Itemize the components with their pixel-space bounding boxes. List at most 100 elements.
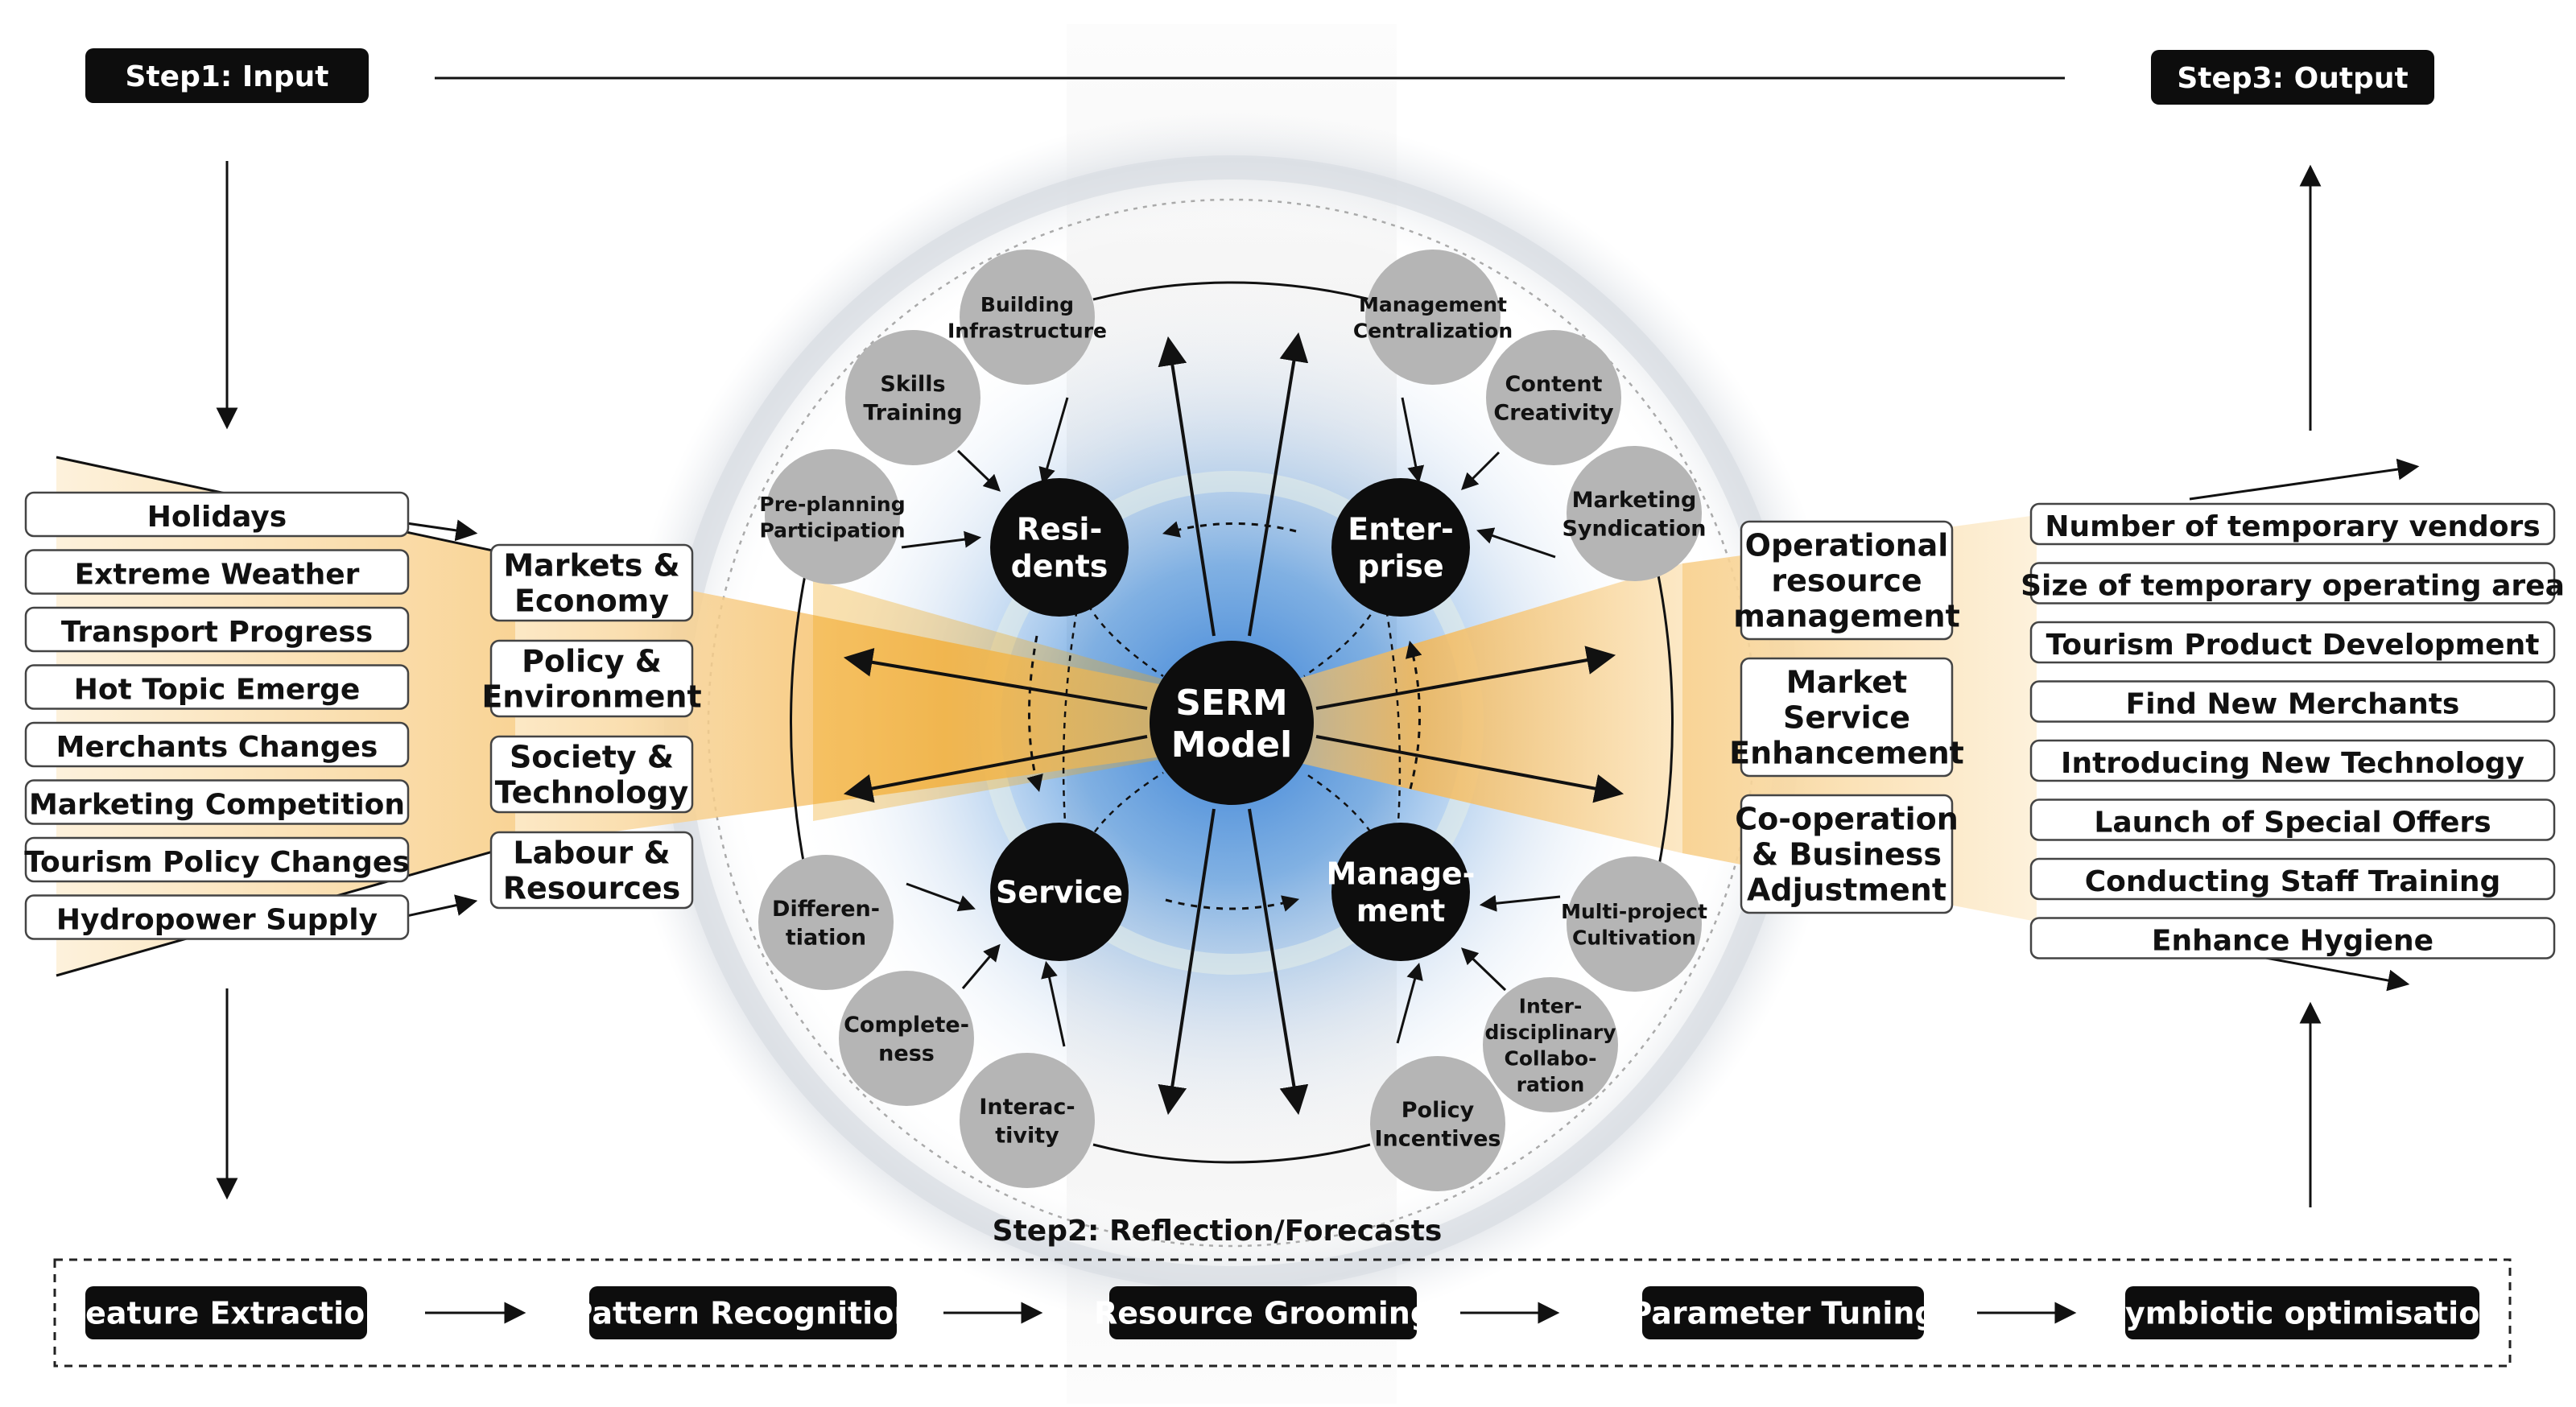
output-item-label-3: Find New Merchants — [2126, 687, 2460, 720]
input-item-5 — [24, 779, 410, 825]
category-box-2 — [489, 735, 694, 814]
category-box-1 — [489, 639, 694, 718]
output-item-7 — [2029, 917, 2556, 959]
satellite-arrow-11 — [1396, 962, 1423, 1044]
hub-label-service: Service — [996, 875, 1123, 910]
satellite-skills — [845, 330, 980, 465]
center-spoke-3 — [1248, 808, 1309, 1116]
hub-label-management: Manage-ment — [1327, 856, 1476, 929]
output-item-label-2: Tourism Product Development — [2046, 629, 2540, 662]
hub-cycle-arrow-0 — [1162, 521, 1297, 538]
pipeline-step-4-label: Symbiotic optimisation — [2103, 1296, 2502, 1331]
input-item-label-1: Extreme Weather — [75, 558, 360, 591]
output-item-label-4: Introducing New Technology — [2061, 747, 2524, 780]
step1-input-tag — [85, 48, 369, 103]
hub-management — [1331, 823, 1470, 961]
center-spoke-7 — [1315, 735, 1624, 803]
hub-label-enterprise: Enter-prise — [1348, 512, 1453, 584]
satellite-multiproject — [1567, 856, 1702, 992]
right-arc — [1653, 555, 1674, 890]
center-spoke-4 — [843, 648, 1148, 710]
satellite-content — [1486, 330, 1621, 465]
satellite-label-interactivity: Interac-tivity — [979, 1095, 1075, 1148]
pipeline-step-3 — [1642, 1286, 1924, 1339]
input-item-label-6: Tourism Policy Changes — [24, 846, 409, 879]
satellite-arrow-0 — [1038, 397, 1069, 485]
output-item-3 — [2029, 680, 2556, 723]
input-item-label-7: Hydropower Supply — [56, 903, 378, 936]
satellite-building — [960, 250, 1095, 385]
satellite-arrow-10 — [1460, 947, 1507, 992]
category-label-1: Policy &Environment — [481, 644, 701, 715]
hub-cycle-arrow-1 — [1165, 895, 1300, 912]
input-item-label-5: Marketing Competition — [29, 788, 405, 821]
satellite-arrow-2 — [901, 530, 982, 549]
input-top-arrow — [406, 519, 478, 542]
hub-label-residents: Resi-dents — [1011, 512, 1108, 584]
output-item-4 — [2029, 739, 2556, 782]
satellite-label-differentiation: Differen-tiation — [772, 897, 880, 950]
output-item-2 — [2029, 621, 2556, 664]
step3-output-tag — [2151, 50, 2434, 105]
hub-cycle-arrow-2 — [1026, 635, 1043, 793]
output-item-label-6: Conducting Staff Training — [2085, 865, 2500, 898]
serm-model-core — [1150, 641, 1314, 805]
satellite-arrow-8 — [1041, 960, 1066, 1047]
hub-link-dashed-2 — [1087, 771, 1164, 842]
satellite-differentiation — [758, 855, 894, 990]
pipeline-step-4 — [2125, 1286, 2479, 1339]
pipeline-step-0-label: Feature Extraction — [66, 1296, 387, 1331]
center-spoke-5 — [843, 735, 1148, 803]
input-item-2 — [24, 606, 410, 653]
output-item-6 — [2029, 857, 2556, 901]
pipeline-step-1-label: Pattern Recognition — [571, 1296, 916, 1331]
pipeline-step-0 — [85, 1286, 367, 1339]
input-item-1 — [24, 549, 410, 595]
input-item-label-2: Transport Progress — [61, 616, 373, 649]
hub-residents — [990, 478, 1129, 617]
center-spoke-6 — [1315, 646, 1616, 710]
satellite-arrow-3 — [1401, 397, 1425, 484]
action-box-2 — [1740, 794, 1954, 914]
satellite-mgmt_central — [1365, 250, 1501, 385]
output-item-0 — [2029, 502, 2556, 546]
step1-input-tag-label: Step1: Input — [126, 60, 329, 93]
hub-service — [990, 823, 1129, 961]
satellite-policy_inc — [1370, 1056, 1505, 1191]
category-box-0 — [489, 543, 694, 622]
output-item-1 — [2029, 562, 2556, 604]
category-label-0: Markets &Economy — [503, 548, 679, 619]
satellite-arrow-1 — [956, 449, 1001, 492]
left-arc — [790, 555, 811, 890]
satellite-interdisc — [1483, 977, 1618, 1112]
satellite-completeness — [839, 971, 974, 1106]
center-spoke-2 — [1158, 808, 1216, 1116]
input-bottom-arrow — [406, 894, 478, 918]
category-box-3 — [489, 831, 694, 910]
output-item-label-0: Number of temporary vendors — [2045, 510, 2540, 543]
pipeline-step-1 — [589, 1286, 897, 1339]
satellite-interactivity — [960, 1053, 1095, 1188]
top-arc — [1092, 281, 1371, 301]
output-item-5 — [2029, 798, 2556, 841]
input-item-0 — [24, 491, 410, 538]
category-label-2: Society &Technology — [495, 740, 689, 811]
hub-link-dashed-4 — [1062, 599, 1080, 846]
input-item-4 — [24, 721, 410, 768]
output-item-label-7: Enhance Hygiene — [2152, 924, 2434, 957]
input-item-label-4: Merchants Changes — [56, 731, 378, 764]
satellite-arrow-9 — [1479, 894, 1561, 912]
output-top-arrow — [2189, 458, 2420, 501]
input-item-6 — [24, 836, 410, 883]
input-item-label-0: Holidays — [147, 501, 287, 534]
